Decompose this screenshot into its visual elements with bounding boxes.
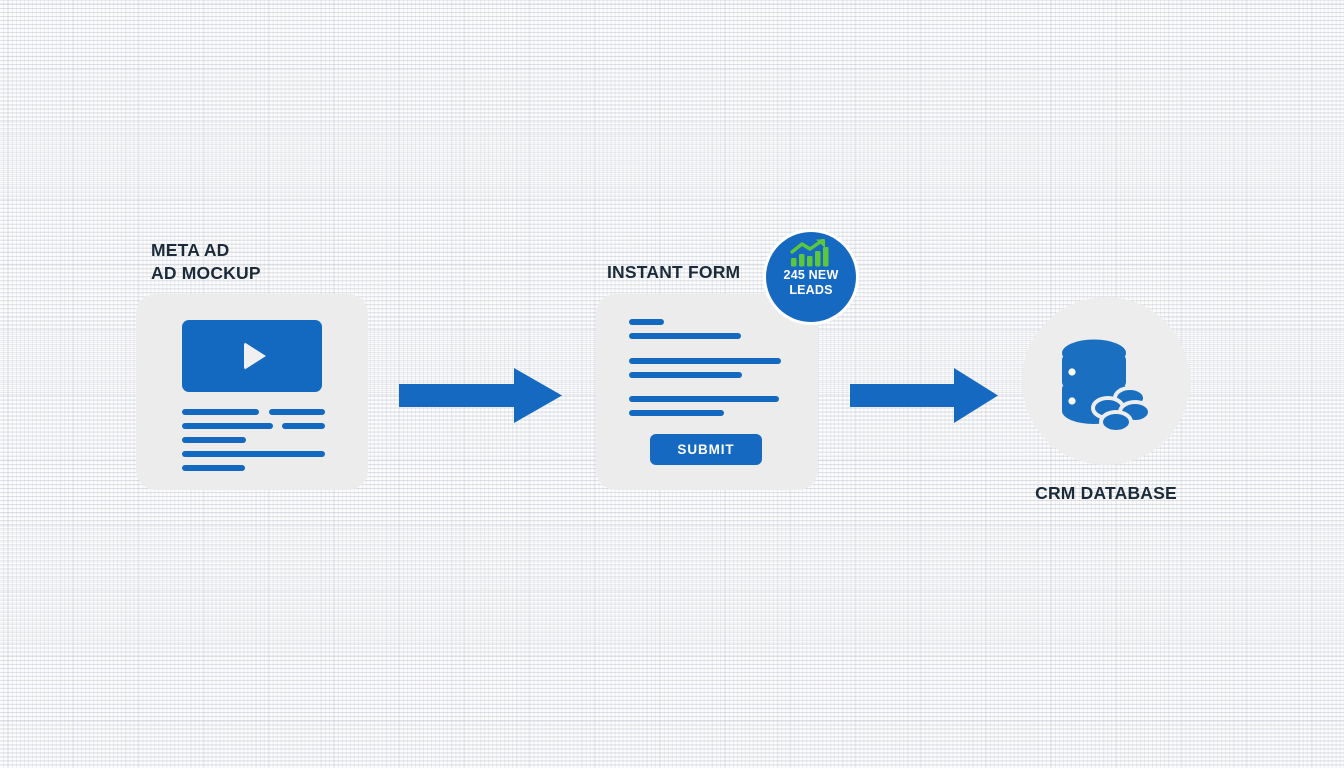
- meta-ad-heading-line1: META AD: [151, 240, 230, 260]
- growth-chart-icon: [790, 239, 829, 267]
- instant-form-field-lines: [629, 319, 784, 416]
- arrow-right-icon: [850, 368, 998, 423]
- meta-ad-card[interactable]: [136, 294, 368, 490]
- crm-database-label: CRM DATABASE: [1035, 483, 1177, 503]
- text-line: [182, 409, 259, 415]
- meta-ad-text-lines: [182, 409, 325, 471]
- instant-form-heading: INSTANT FORM: [607, 262, 741, 282]
- form-line: [629, 333, 741, 339]
- text-line: [182, 451, 325, 457]
- badge-line2: LEADS: [789, 283, 833, 297]
- badge-line1: 245 NEW: [783, 268, 839, 282]
- text-line: [282, 423, 325, 429]
- submit-button[interactable]: SUBMIT: [650, 434, 762, 465]
- form-line: [629, 372, 742, 378]
- arrow-right-icon: [399, 368, 562, 423]
- arrow-right-icon-1: [399, 368, 562, 428]
- database-icon: [1062, 339, 1152, 434]
- meta-ad-heading-line2: AD MOCKUP: [151, 263, 261, 283]
- video-thumbnail[interactable]: [182, 320, 322, 392]
- arrow-right-icon-2: [850, 368, 998, 428]
- meta-ad-heading: META AD AD MOCKUP: [151, 239, 261, 285]
- text-line: [269, 409, 325, 415]
- play-icon[interactable]: [244, 342, 266, 370]
- crm-database-node[interactable]: CRM DATABASE: [1022, 297, 1190, 505]
- form-line: [629, 396, 779, 402]
- instant-form-card[interactable]: SUBMIT: [596, 294, 818, 490]
- crm-circle-background: [1022, 297, 1190, 465]
- text-line: [182, 423, 273, 429]
- text-line: [182, 465, 245, 471]
- form-line: [629, 358, 781, 364]
- text-line: [182, 437, 246, 443]
- form-line: [629, 410, 724, 416]
- form-line: [629, 319, 664, 325]
